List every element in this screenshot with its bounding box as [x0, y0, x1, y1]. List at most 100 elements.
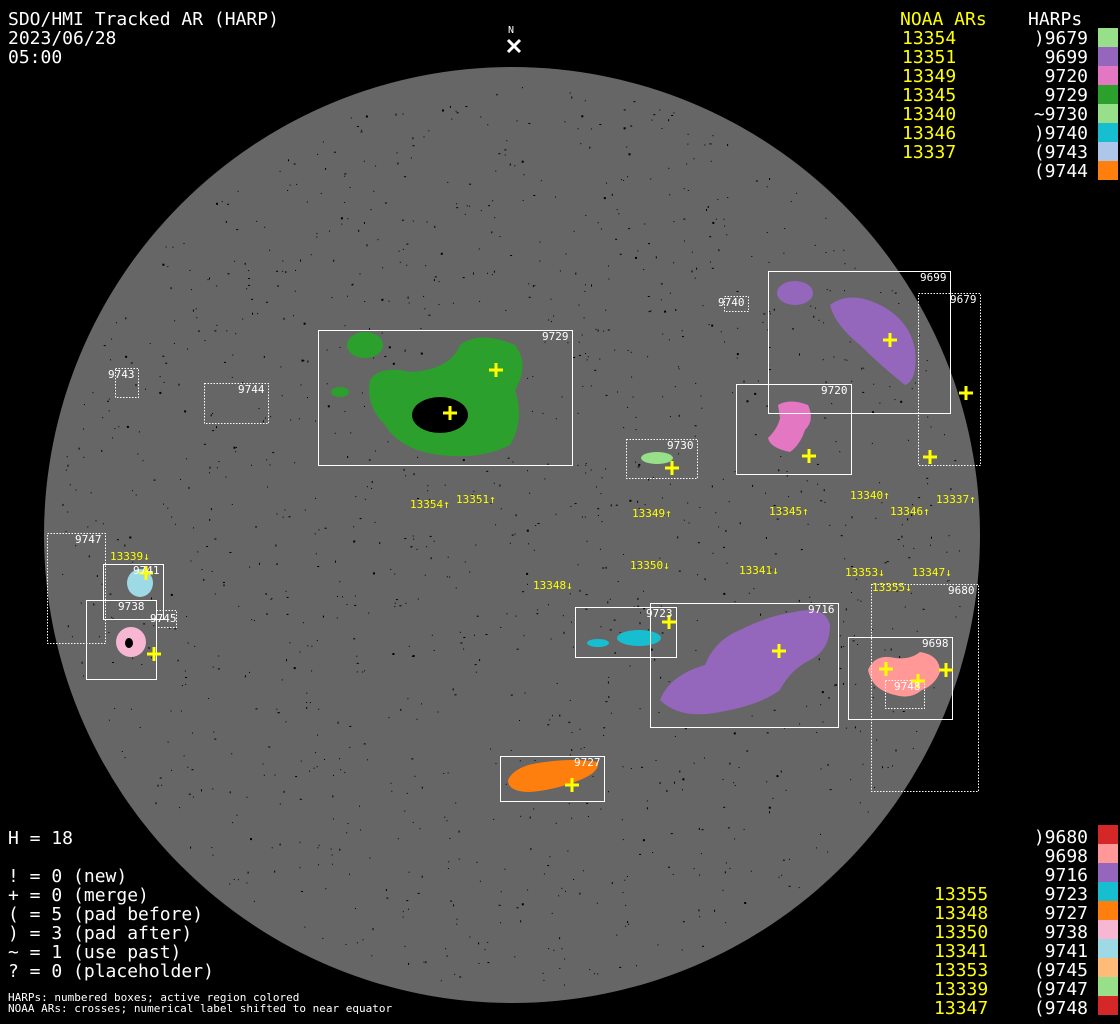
speck [496, 93, 498, 95]
speck [551, 912, 553, 914]
speck [845, 524, 847, 526]
speck [216, 426, 217, 429]
speck [639, 853, 642, 855]
speck [504, 154, 506, 156]
speck [429, 498, 431, 500]
speck [185, 683, 187, 685]
speck [506, 613, 508, 615]
speck [608, 791, 609, 793]
speck [364, 301, 366, 302]
speck [290, 419, 292, 421]
speck [857, 644, 858, 645]
speck [271, 847, 273, 849]
speck [687, 190, 689, 191]
speck [466, 205, 468, 207]
speck [420, 352, 423, 355]
harp-color-swatch [1098, 123, 1118, 142]
speck [860, 600, 862, 602]
harp-box-label: 9738 [118, 600, 145, 613]
speck [574, 503, 577, 505]
speck [254, 620, 255, 622]
speck [404, 945, 406, 947]
speck [412, 535, 414, 537]
speck [487, 962, 490, 964]
speck [678, 570, 681, 572]
harp-color-swatch [1098, 882, 1118, 901]
speck [544, 478, 546, 480]
speck [408, 962, 410, 965]
speck [402, 113, 404, 115]
speck [317, 153, 319, 155]
speck [339, 581, 341, 583]
speck [364, 222, 365, 224]
speck [695, 382, 697, 384]
speck [571, 96, 573, 99]
speck [366, 244, 368, 247]
speck [446, 820, 448, 822]
speck [511, 534, 514, 536]
speck [899, 656, 901, 659]
speck [174, 523, 176, 525]
speck [75, 489, 77, 491]
speck [379, 542, 381, 545]
speck [839, 451, 841, 453]
speck [666, 790, 668, 792]
speck [643, 269, 645, 270]
speck [555, 418, 557, 420]
speck [192, 732, 194, 734]
speck [514, 956, 516, 958]
speck [516, 907, 519, 909]
speck [388, 346, 391, 349]
speck [788, 496, 790, 498]
speck [862, 763, 864, 765]
speck [701, 829, 704, 831]
speck [373, 357, 375, 359]
speck [384, 202, 387, 204]
speck [768, 806, 771, 809]
speck [651, 119, 653, 121]
speck [248, 270, 250, 272]
speck [542, 412, 544, 414]
speck [589, 146, 591, 149]
speck [183, 755, 185, 757]
speck [395, 113, 397, 116]
speck [159, 376, 161, 378]
speck [399, 605, 402, 607]
speck [528, 296, 531, 298]
speck [581, 516, 583, 518]
speck [850, 779, 852, 781]
speck [678, 366, 679, 368]
speck [235, 333, 237, 335]
speck [825, 417, 827, 419]
harp-color-swatch [1098, 85, 1118, 104]
speck [206, 546, 209, 547]
speck [930, 504, 933, 506]
speck [447, 181, 449, 183]
speck [385, 889, 387, 892]
speck [388, 300, 390, 302]
speck [720, 331, 722, 333]
speck [488, 205, 491, 207]
noaa-cross-icon [139, 566, 153, 580]
speck [862, 391, 865, 393]
speck [368, 459, 371, 461]
speck [551, 321, 552, 323]
speck [309, 702, 311, 704]
speck [469, 571, 471, 573]
speck [304, 509, 306, 511]
speck [361, 129, 363, 131]
speck [170, 287, 172, 290]
speck [375, 165, 377, 167]
harp-box-label: 9698 [922, 637, 949, 650]
speck [170, 593, 173, 596]
speck [225, 220, 227, 223]
speck [559, 937, 561, 940]
speck [269, 464, 271, 466]
harp-box-label: 9747 [75, 533, 102, 546]
speck [231, 503, 233, 505]
speck [562, 615, 564, 617]
speck [873, 687, 875, 689]
speck [628, 228, 631, 230]
speck [712, 552, 714, 554]
speck [430, 557, 432, 560]
